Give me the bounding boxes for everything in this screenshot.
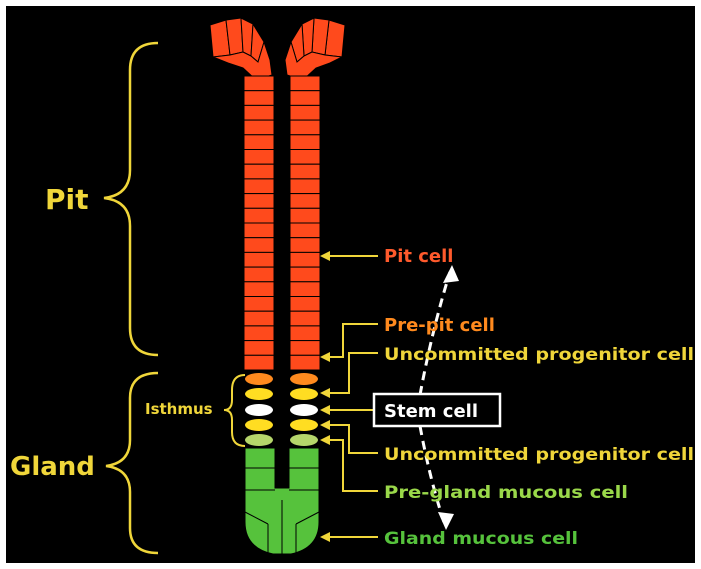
right-pit-cells: [290, 76, 320, 370]
right-pit-cell: [290, 135, 320, 150]
pit-bracket: [104, 43, 158, 355]
right-pit-cell: [290, 150, 320, 165]
left-pit-cell: [244, 252, 274, 267]
left-progenitor-lower: [245, 419, 273, 431]
downward-arrowhead: [438, 512, 454, 530]
pre-pit-cell-label: Pre-pit cell: [384, 315, 495, 336]
uncommitted-progenitor-lower-label: Uncommitted progenitor cell: [384, 445, 694, 465]
right-stem-cell: [290, 404, 318, 416]
isthmus-bracket: [224, 375, 245, 446]
right-pit-cell: [290, 105, 320, 120]
right-pit-cell: [290, 179, 320, 194]
uncommitted-progenitor-upper-label: Uncommitted progenitor cell: [384, 345, 694, 365]
region-gland-label: Gland: [10, 452, 95, 482]
right-progenitor-lower: [290, 419, 318, 431]
diagram-frame: Pit Gland Isthmus Pit cell Pre-pit cell …: [6, 6, 695, 563]
gland-mucous-cell-label: Gland mucous cell: [384, 529, 578, 549]
downward-arrow-shaft: [420, 426, 444, 522]
right-pit-cell: [290, 194, 320, 209]
left-top-curve: [210, 18, 272, 80]
right-pit-cell: [290, 164, 320, 179]
left-pit-cell: [244, 341, 274, 356]
left-pit-cell: [244, 223, 274, 238]
right-pit-cell: [290, 91, 320, 106]
left-pit-cell: [244, 326, 274, 341]
left-progenitor-upper: [245, 388, 273, 400]
left-pit-cell: [244, 282, 274, 297]
left-pit-cell: [244, 135, 274, 150]
left-pit-cell: [244, 179, 274, 194]
left-pit-cell: [244, 297, 274, 312]
region-pit-label: Pit: [45, 183, 89, 216]
right-pre-pit-cell: [290, 373, 318, 385]
right-pit-cell: [290, 326, 320, 341]
left-pit-cell: [244, 238, 274, 253]
pit-cell-label: Pit cell: [384, 246, 453, 267]
region-isthmus-label: Isthmus: [145, 400, 213, 418]
right-cell-column: [285, 18, 345, 446]
right-pit-cell: [290, 223, 320, 238]
left-pit-cell: [244, 267, 274, 282]
right-pit-cell: [290, 120, 320, 135]
right-pit-cell: [290, 76, 320, 91]
gastric-unit-diagram: Pit Gland Isthmus Pit cell Pre-pit cell …: [6, 6, 695, 563]
left-pit-cell: [244, 76, 274, 91]
left-pit-cell: [244, 150, 274, 165]
right-pit-cell: [290, 355, 320, 370]
right-progenitor-upper: [290, 388, 318, 400]
pre-gland-mucous-cell-label: Pre-gland mucous cell: [384, 483, 628, 503]
left-pit-cell: [244, 91, 274, 106]
left-pit-cell: [244, 105, 274, 120]
right-pit-cell: [290, 341, 320, 356]
left-pit-cell: [244, 208, 274, 223]
right-pit-cell: [290, 252, 320, 267]
right-pit-cell: [290, 267, 320, 282]
right-pit-cell: [290, 208, 320, 223]
right-pre-gland-cell: [290, 434, 318, 446]
right-pit-cell: [290, 311, 320, 326]
right-top-curve: [285, 18, 345, 80]
left-pit-cell: [244, 311, 274, 326]
right-pit-cell: [290, 282, 320, 297]
left-pit-cell: [244, 194, 274, 209]
left-pit-cell: [244, 355, 274, 370]
upward-arrowhead: [443, 265, 459, 283]
left-pre-pit-cell: [245, 373, 273, 385]
left-stem-cell: [245, 404, 273, 416]
left-pit-cells: [244, 76, 274, 370]
right-pit-cell: [290, 297, 320, 312]
gland-base: [245, 448, 319, 554]
left-pre-gland-cell: [245, 434, 273, 446]
pointer-lines: [320, 251, 378, 542]
stem-cell-label: Stem cell: [384, 401, 478, 422]
left-pit-cell: [244, 164, 274, 179]
left-cell-column: [210, 18, 274, 446]
left-pit-cell: [244, 120, 274, 135]
right-pit-cell: [290, 238, 320, 253]
